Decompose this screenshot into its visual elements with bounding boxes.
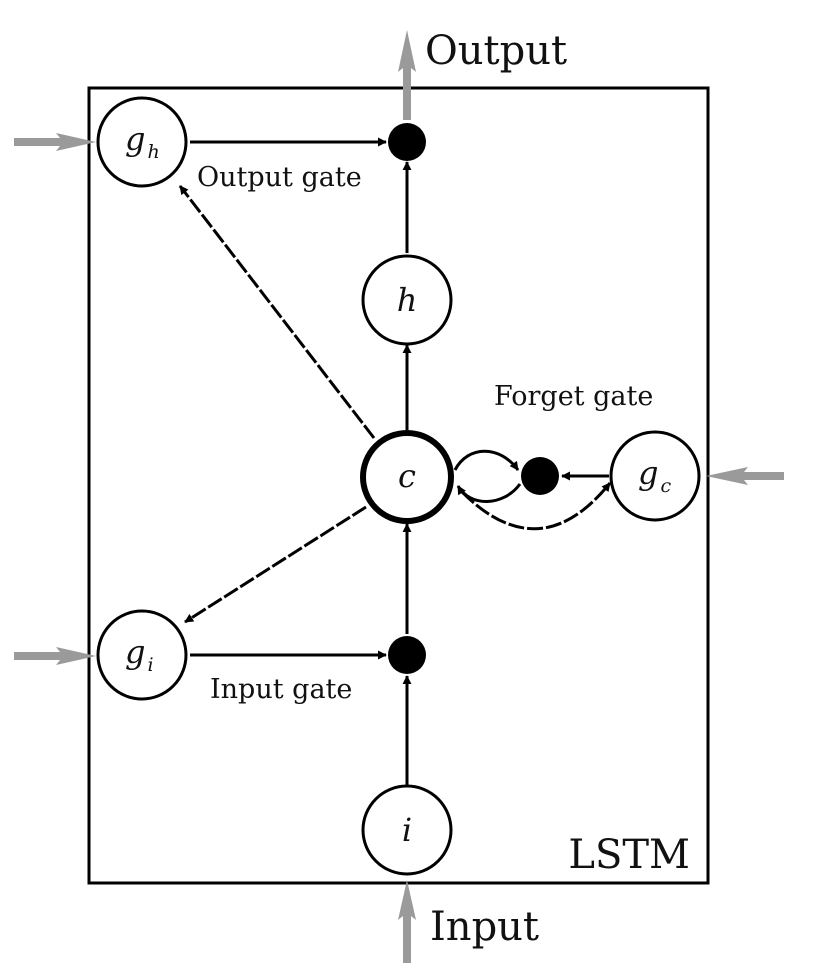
gh-input-arrow [14, 133, 96, 151]
external-arrows [14, 30, 784, 963]
gi-input-arrow [14, 647, 96, 665]
output-multiplier [388, 123, 426, 161]
gi-sub: i [147, 654, 153, 676]
gc-main: g [638, 454, 658, 492]
forget-multiplier [521, 457, 559, 495]
lstm-label: LSTM [568, 832, 690, 878]
output-label: Output [425, 28, 567, 74]
gh-main: g [125, 120, 145, 158]
gh-sub: h [147, 141, 159, 163]
c-to-forget-mult [453, 449, 520, 471]
output-gate-label: Output gate [197, 162, 362, 193]
input-arrow [398, 880, 416, 963]
c-to-gi-peephole [184, 505, 367, 624]
input-label: Input [430, 904, 539, 950]
h-label: h [397, 281, 418, 319]
output-arrow [398, 30, 416, 120]
gc-sub: c [660, 475, 671, 497]
node-i: i [361, 784, 453, 876]
forget-gate-label: Forget gate [494, 381, 653, 412]
c-label: c [398, 457, 416, 495]
forget-mult-to-c [456, 483, 522, 503]
dashed-connections [178, 185, 612, 624]
node-h: h [361, 254, 453, 346]
i-label: i [402, 811, 412, 849]
svg-text:gh: gh [125, 120, 160, 163]
c-to-gh-peephole [178, 185, 376, 439]
lstm-block [87, 86, 710, 885]
input-gate-label: Input gate [210, 674, 352, 705]
svg-text:gi: gi [125, 633, 154, 676]
c-to-gc-peephole [460, 482, 612, 531]
gi-main: g [125, 633, 145, 671]
multipliers [388, 123, 559, 674]
svg-text:gc: gc [638, 454, 671, 497]
solid-connections [190, 137, 609, 785]
gc-input-arrow [706, 467, 784, 485]
input-multiplier [388, 636, 426, 674]
node-c: c [360, 430, 454, 524]
